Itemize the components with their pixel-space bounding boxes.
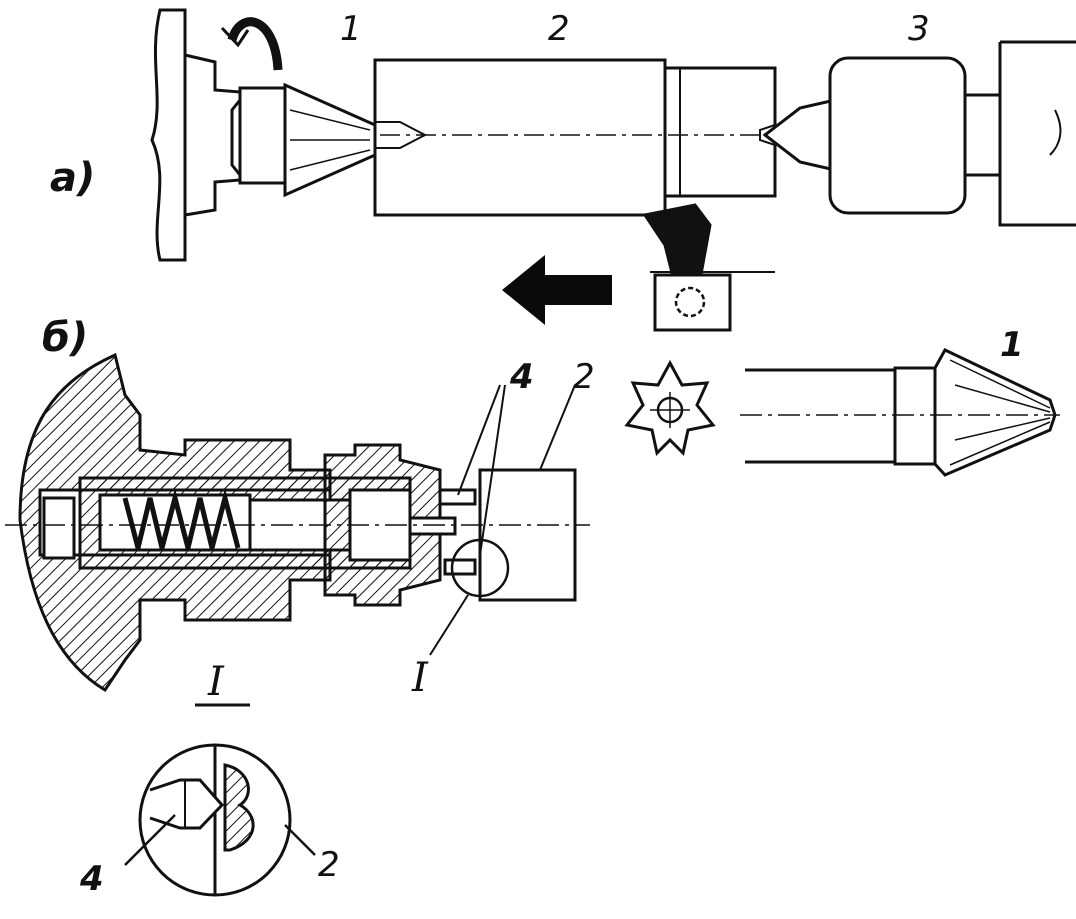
drive-cone-detail [740,348,1060,477]
part-label-b: б) [42,315,89,361]
detail-title: I [208,659,224,705]
feed-direction-arrow-icon [502,255,612,325]
pin-4-lower [443,558,477,576]
spring-icon [122,488,241,549]
workpiece-b [478,468,577,602]
callout-a-2: 2 [548,9,570,49]
view-a [150,8,1076,332]
callout-detail-mark: I [412,655,428,701]
detail-circle-mark [450,538,510,598]
pin-4-upper [408,516,457,536]
callout-a-1: 1 [340,9,362,49]
rotation-arrow-icon [227,17,283,71]
tailstock-a [828,56,967,215]
workpiece-step-a [663,66,777,198]
callout-a-3: 3 [908,9,930,49]
part-label-a: a) [50,155,96,201]
view-b-section [5,352,590,693]
hub-a [183,53,242,217]
cone-tip [933,348,1057,477]
star-cutter-profile [624,359,716,457]
callout-b-4: 4 [510,357,534,397]
callout-detail-2: 2 [318,845,340,885]
callout-cone-1: 1 [1000,325,1024,365]
detail-I [124,703,316,897]
workpiece-a [373,58,667,217]
callout-detail-4: 4 [80,859,104,899]
faceplate-a [150,8,187,262]
cone-shank [745,368,897,464]
tool-holder-a [653,273,732,332]
spindle-a [238,86,287,185]
callout-b-2: 2 [573,357,595,397]
